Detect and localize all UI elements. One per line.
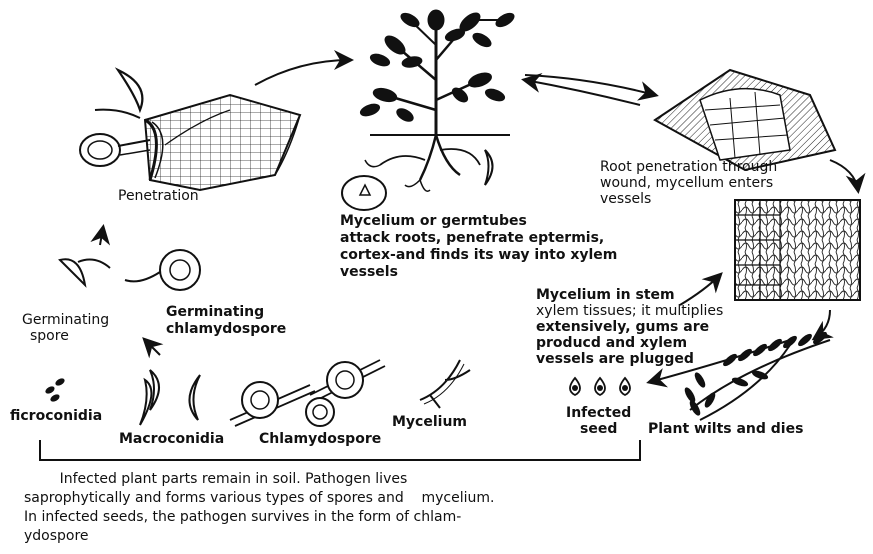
label-mycelium-stem-4: producd and xylem [536, 335, 687, 352]
label-germinating-spore-1: Germinating [22, 312, 109, 329]
label-germinating-chlamydospore-1: Germinating [166, 304, 264, 321]
label-germinating-chlamydospore-2: chlamydospore [166, 321, 286, 338]
label-mycelium-stem-1: Mycelium in stem [536, 287, 675, 304]
label-mycelium-roots-4: vessels [340, 264, 398, 281]
label-germinating-spore-2: spore [30, 328, 69, 345]
label-macroconidia: Macroconidia [119, 431, 224, 448]
label-root-penetration-1: Root penetration through [600, 159, 777, 176]
caption-line-1: Infected plant parts remain in soil. Pat… [24, 470, 724, 489]
label-mycelium-roots-1: Mycelium or germtubes [340, 213, 527, 230]
caption-line-3: In infected seeds, the pathogen survives… [24, 508, 724, 527]
penetration-illustration [80, 70, 300, 190]
label-penetration: Penetration [118, 188, 199, 205]
germinating-spores [60, 250, 200, 290]
caption-line-2: saprophytically and forms various types … [24, 489, 724, 508]
label-root-penetration-3: vessels [600, 191, 651, 208]
label-mycelium: Mycelium [392, 414, 467, 431]
label-mycelium-stem-3: extensively, gums are [536, 319, 709, 336]
label-root-penetration-2: wound, mycellum enters [600, 175, 773, 192]
label-plant-wilts: Plant wilts and dies [648, 421, 803, 438]
wilted-plant-illustration [683, 331, 830, 420]
label-mycelium-roots-2: attack roots, penefrate eptermis, [340, 230, 604, 247]
label-chlamydospore: Chlamydospore [259, 431, 381, 448]
caption-line-4: ydospore [24, 527, 724, 546]
label-mycelium-stem-2: xylem tissues; it multiplies [536, 303, 723, 320]
label-microconidia: ficroconidia [10, 408, 102, 425]
plant-illustration [342, 10, 516, 210]
label-mycelium-stem-5: vessels are plugged [536, 351, 694, 368]
label-infected-seed-2: seed [580, 421, 617, 438]
caption: Infected plant parts remain in soil. Pat… [24, 470, 724, 546]
label-infected-seed-1: Infected [566, 405, 631, 422]
infected-seeds [570, 378, 630, 395]
label-mycelium-roots-3: cortex-and finds its way into xylem [340, 247, 617, 264]
